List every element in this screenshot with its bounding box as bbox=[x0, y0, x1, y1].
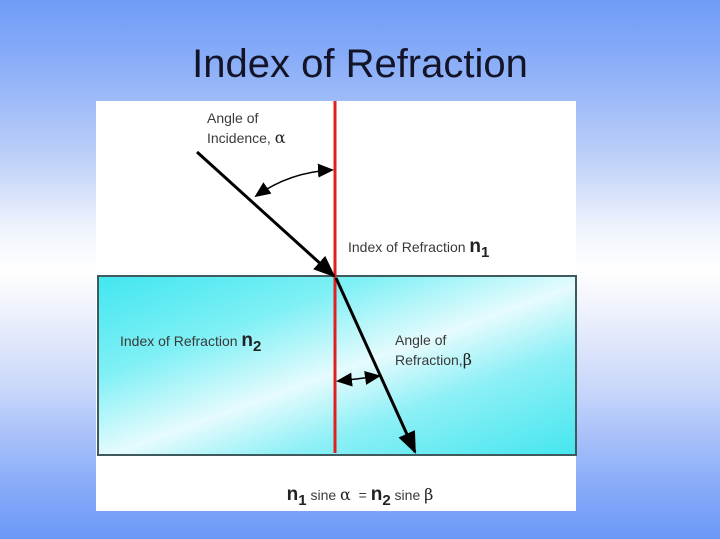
incident-ray bbox=[195, 150, 336, 278]
beta-symbol: β bbox=[462, 350, 472, 369]
eq-n1: n bbox=[286, 484, 299, 505]
refraction-label-line2: Refraction, bbox=[395, 352, 463, 368]
medium-2-label: Index of Refraction n2 bbox=[120, 330, 262, 356]
incidence-angle-arc bbox=[254, 163, 334, 198]
eq-sine-1: sine bbox=[310, 487, 337, 503]
incidence-label-line2: Incidence, bbox=[207, 130, 271, 146]
eq-beta: β bbox=[424, 485, 434, 504]
medium-1-text: Index of Refraction bbox=[348, 239, 466, 255]
refraction-label-line1: Angle of bbox=[395, 332, 447, 348]
refraction-angle-arrow bbox=[336, 371, 381, 387]
eq-n2: n bbox=[370, 484, 383, 505]
medium-2-text: Index of Refraction bbox=[120, 333, 238, 349]
incidence-angle-label: Angle of Incidence, α bbox=[207, 108, 286, 148]
slide-title: Index of Refraction bbox=[192, 42, 528, 86]
eq-n2-sub: 2 bbox=[382, 492, 391, 509]
n1-symbol: n bbox=[469, 236, 482, 257]
refraction-angle-label: Angle of Refraction,β bbox=[395, 330, 472, 370]
medium-1-label: Index of Refraction n1 bbox=[348, 236, 490, 262]
n1-subscript: 1 bbox=[481, 244, 490, 261]
refracted-ray bbox=[334, 277, 417, 454]
incidence-label-line1: Angle of bbox=[207, 110, 259, 126]
n2-subscript: 2 bbox=[253, 338, 262, 355]
eq-sine-2: sine bbox=[394, 487, 421, 503]
n2-symbol: n bbox=[241, 330, 254, 351]
eq-n1-sub: 1 bbox=[298, 492, 307, 509]
medium-2-region bbox=[97, 275, 577, 456]
alpha-symbol: α bbox=[274, 128, 286, 147]
eq-alpha: α bbox=[340, 485, 351, 504]
eq-equals: = bbox=[358, 487, 367, 503]
snell-law-equation: n1 sine α = n2 sine β bbox=[0, 484, 720, 509]
